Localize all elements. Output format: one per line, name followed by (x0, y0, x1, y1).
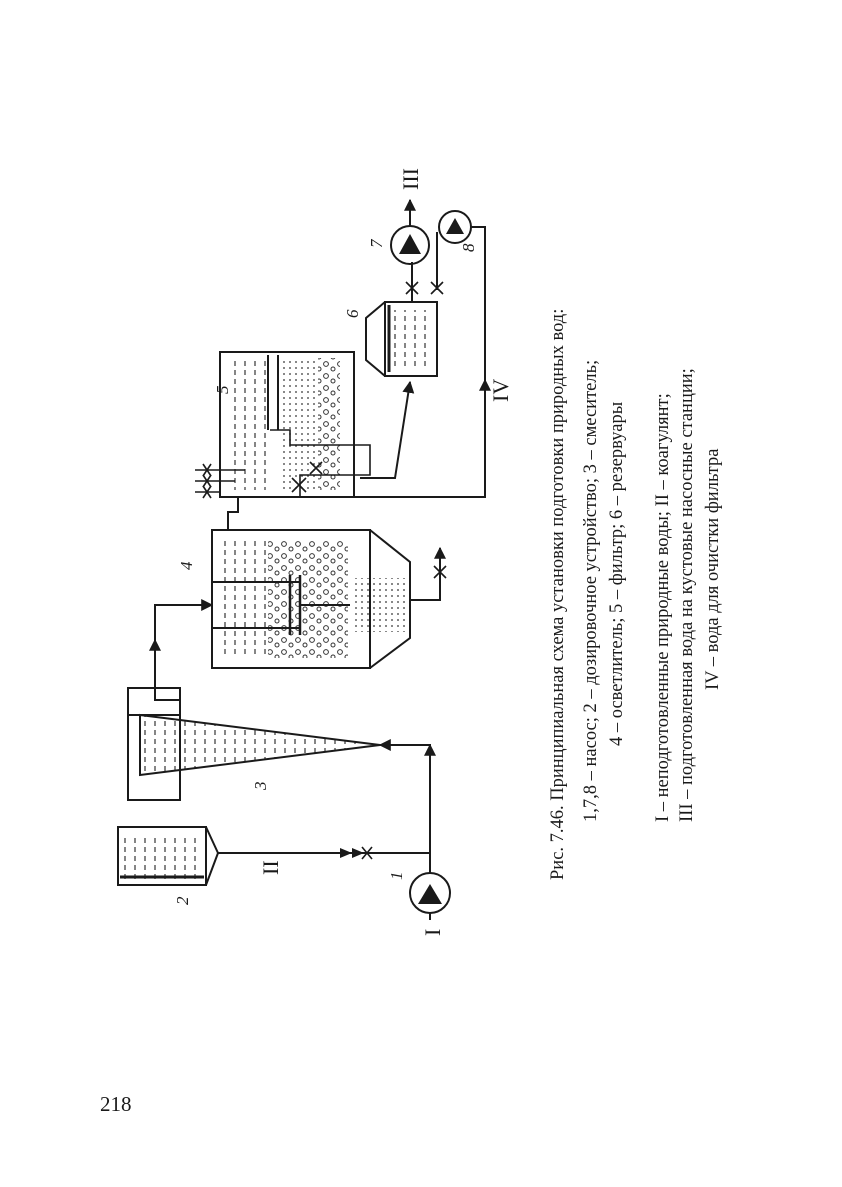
equipment-number-2: 2 (173, 896, 192, 905)
caption-legend-line-2: 4 – осветлитель; 5 – фильтр; 6 – резерву… (607, 402, 627, 746)
equipment-number-4: 4 (177, 561, 196, 570)
stream-label-II: II (258, 860, 283, 875)
equipment-number-7: 7 (367, 238, 386, 248)
mixer-to-clarifier-line (154, 599, 214, 701)
caption-title: Рис. 7.46. Принципиальная схема установк… (548, 309, 568, 880)
pump-8-icon (438, 210, 472, 244)
equipment-number-3: 3 (251, 782, 270, 792)
mixer-3 (127, 687, 381, 801)
sludge-valve-icon (433, 565, 447, 579)
check-valve-icon (340, 846, 373, 860)
clarifier-to-filter-line (227, 497, 239, 530)
dosing-tank-2 (117, 826, 220, 886)
backwash-line-IV (238, 226, 486, 498)
reservoir-6 (365, 301, 438, 377)
caption-streams-line-2: III – подготовленная вода на кустовые на… (677, 368, 697, 822)
page-number: 218 (100, 1092, 132, 1116)
clarifier-4 (211, 529, 411, 669)
equipment-number-1: 1 (387, 872, 406, 881)
equipment-number-5: 5 (213, 386, 232, 395)
caption-streams-line-1: I – неподготовленные природные воды; II … (653, 393, 673, 822)
diagram-body (117, 198, 491, 920)
filter-5 (219, 351, 355, 498)
caption-streams-line-3: IV – вода для очистки фильтра (703, 449, 723, 690)
pump-7-icon (390, 225, 430, 265)
reservoir-valve-icon (405, 281, 419, 295)
figure-caption: Рис. 7.46. Принципиальная схема установк… (548, 309, 723, 880)
stream-label-I: I (420, 929, 445, 936)
sludge-outlet-line (410, 546, 446, 601)
pump-1-icon (409, 872, 451, 914)
coagulant-line-II (218, 852, 431, 873)
stream-label-IV: IV (488, 379, 513, 402)
filter-valves (195, 429, 371, 499)
diagram-labels: I II III IV 1 2 3 4 5 6 7 8 (173, 168, 513, 936)
equipment-number-8: 8 (459, 243, 478, 252)
caption-legend-line-1: 1,7,8 – насос; 2 – дозировочное устройст… (581, 360, 601, 822)
equipment-number-6: 6 (343, 309, 362, 318)
stream-label-III: III (398, 168, 423, 190)
filter-to-reservoir-line (360, 380, 415, 479)
